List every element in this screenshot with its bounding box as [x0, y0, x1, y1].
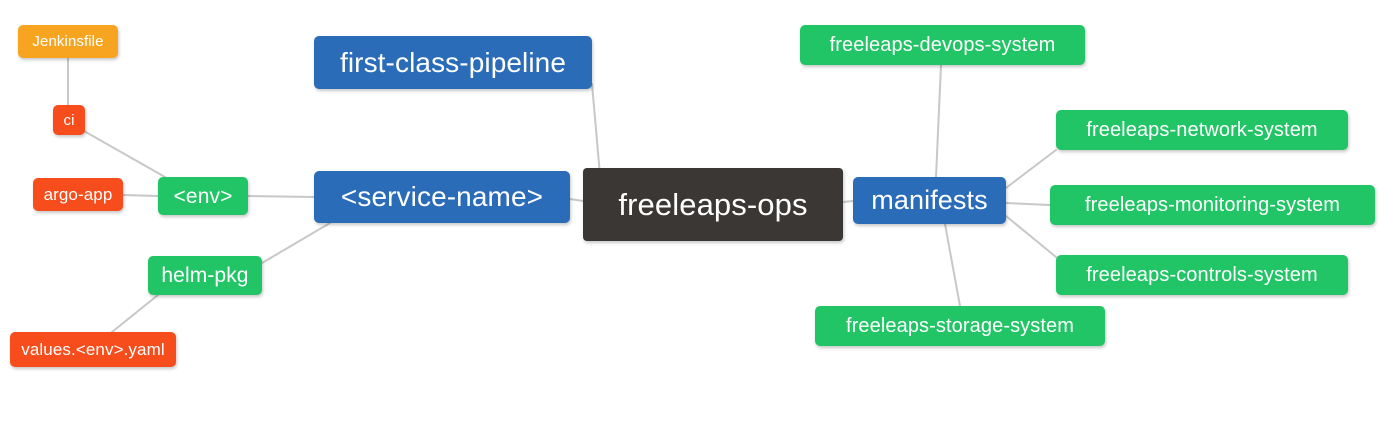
edge-manifests-to-freeleaps-monitoring-system: [1005, 202, 1051, 206]
edge-freeleaps-ops-to-manifests: [842, 200, 854, 203]
node-jenkinsfile[interactable]: Jenkinsfile: [18, 25, 118, 58]
edge-freeleaps-ops-to-service-name: [569, 198, 584, 202]
edge-service-name-to-env: [247, 195, 315, 198]
node-freeleaps-ops[interactable]: freeleaps-ops: [583, 168, 843, 241]
node-first-class-pipeline[interactable]: first-class-pipeline: [314, 36, 592, 89]
node-freeleaps-controls-system[interactable]: freeleaps-controls-system: [1056, 255, 1348, 295]
node-freeleaps-storage-system[interactable]: freeleaps-storage-system: [815, 306, 1105, 346]
node-values-env-yaml[interactable]: values.<env>.yaml: [10, 332, 176, 367]
edge-service-name-to-helm-pkg: [261, 222, 331, 264]
node-service-name[interactable]: <service-name>: [314, 171, 570, 223]
edge-manifests-to-freeleaps-network-system: [1005, 149, 1057, 189]
node-helm-pkg[interactable]: helm-pkg: [148, 256, 262, 295]
node-env[interactable]: <env>: [158, 177, 248, 215]
edge-env-to-ci: [83, 130, 166, 178]
edge-env-to-argo-app: [122, 194, 159, 197]
edge-helm-pkg-to-values-env-yaml: [111, 294, 159, 333]
node-manifests[interactable]: manifests: [853, 177, 1006, 224]
node-freeleaps-devops-system[interactable]: freeleaps-devops-system: [800, 25, 1085, 65]
node-freeleaps-network-system[interactable]: freeleaps-network-system: [1056, 110, 1348, 150]
edge-manifests-to-freeleaps-storage-system: [944, 223, 961, 307]
edge-manifests-to-freeleaps-devops-system: [935, 64, 942, 178]
node-freeleaps-monitoring-system[interactable]: freeleaps-monitoring-system: [1050, 185, 1375, 225]
node-argo-app[interactable]: argo-app: [33, 178, 123, 211]
edge-freeleaps-ops-to-first-class-pipeline: [591, 83, 601, 176]
edge-manifests-to-freeleaps-controls-system: [1005, 215, 1057, 258]
node-ci[interactable]: ci: [53, 105, 85, 135]
